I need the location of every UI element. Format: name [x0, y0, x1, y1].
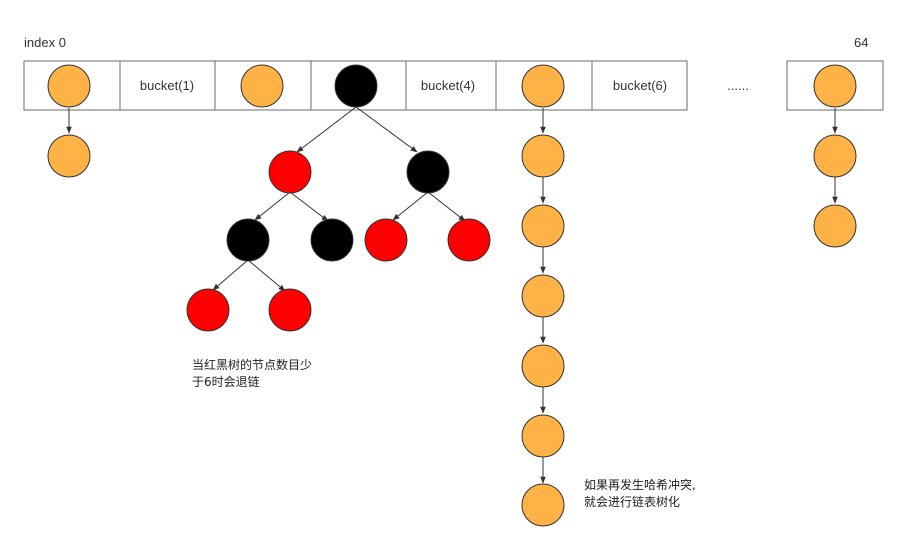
list-node-4 — [521, 274, 565, 318]
list-node-2 — [521, 134, 565, 178]
tree-black-lr — [310, 218, 354, 262]
edge-black2-left — [212, 259, 249, 291]
tree-black-ll — [226, 218, 270, 262]
node-b0-next — [47, 134, 91, 178]
bucket-6-label: bucket(6) — [613, 78, 667, 93]
list-note-line-1: 如果再发生哈希冲突, — [584, 478, 696, 492]
list-node-6 — [521, 414, 565, 458]
node-b2 — [240, 64, 284, 108]
tree-degrade-note: 当红黑树的节点数目少 于6时会退链 — [192, 357, 312, 391]
last-node-3 — [813, 204, 857, 248]
edge-red-right — [289, 191, 329, 222]
edge-black-left — [392, 191, 429, 221]
tree-red-left — [268, 150, 312, 194]
edge-root-right — [355, 106, 418, 153]
ellipsis-label: ...... — [727, 78, 749, 93]
tree-red-rr — [447, 218, 491, 262]
tree-red-rl — [364, 218, 408, 262]
list-note-line-2: 就会进行链表树化 — [584, 495, 681, 509]
index-end-label: 64 — [854, 35, 869, 50]
tree-root-black — [334, 64, 378, 108]
edge-red-left — [254, 191, 291, 221]
tree-note-line-1: 当红黑树的节点数目少 — [192, 358, 313, 372]
list-node-5 — [521, 344, 565, 388]
index-start-label: index 0 — [24, 35, 66, 50]
list-treeify-note: 如果再发生哈希冲突, 就会进行链表树化 — [584, 477, 696, 511]
last-node-2 — [813, 134, 857, 178]
tree-red-llr — [268, 288, 312, 332]
edge-black-right — [427, 191, 466, 222]
tree-note-line-2: 于6时会退链 — [192, 375, 260, 389]
node-b0 — [47, 64, 91, 108]
array-cell-6 — [591, 60, 688, 111]
edge-black2-right — [247, 259, 286, 292]
nodes — [47, 64, 857, 527]
bucket-1-label: bucket(1) — [140, 78, 194, 93]
edge-root-left — [296, 106, 357, 153]
edges — [66, 106, 838, 484]
list-node-3 — [521, 204, 565, 248]
list-node-1 — [521, 64, 565, 108]
array-cell-4 — [405, 60, 497, 111]
bucket-4-label: bucket(4) — [421, 78, 475, 93]
tree-black-right — [406, 150, 450, 194]
last-node-1 — [813, 64, 857, 108]
list-node-7 — [521, 483, 565, 527]
tree-red-lll — [186, 288, 230, 332]
